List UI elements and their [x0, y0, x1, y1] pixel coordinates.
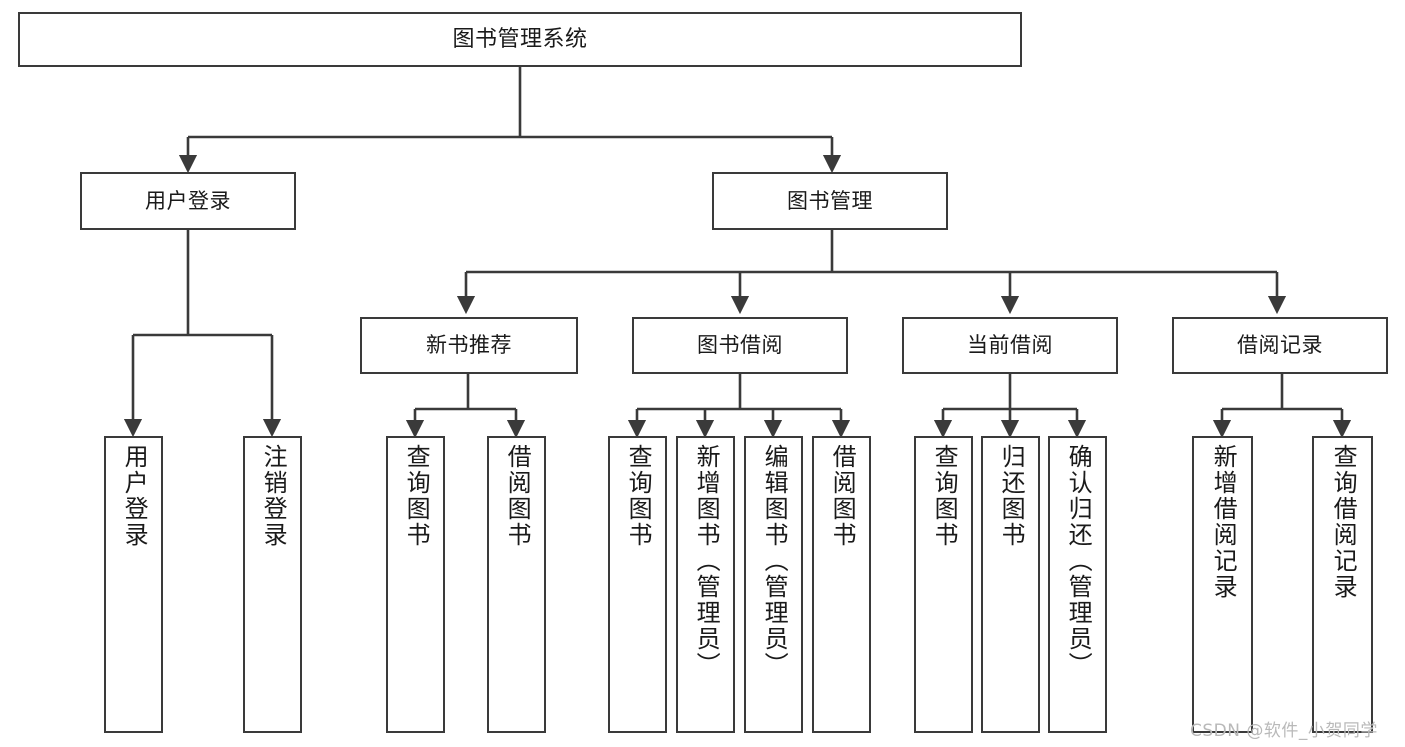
node-label: 编辑图书（管理员） [760, 444, 789, 678]
node-label: 查询借阅记录 [1329, 444, 1358, 600]
csdn-watermark: CSDN @软件_小贺同学 [1190, 721, 1378, 741]
leaf-return-book[interactable]: 归还图书 [981, 436, 1040, 733]
node-label: 注销登录 [259, 444, 288, 548]
leaf-query-book-borrow[interactable]: 查询图书 [608, 436, 667, 733]
node-current-borrow[interactable]: 当前借阅 [902, 317, 1118, 374]
leaf-confirm-return-admin[interactable]: 确认归还（管理员） [1048, 436, 1107, 733]
node-label: 图书借阅 [697, 333, 783, 358]
leaf-edit-book-admin[interactable]: 编辑图书（管理员） [744, 436, 803, 733]
node-label: 借阅记录 [1237, 333, 1323, 358]
node-user-login[interactable]: 用户登录 [80, 172, 296, 230]
leaf-add-borrow-record[interactable]: 新增借阅记录 [1192, 436, 1253, 733]
node-label: 新增借阅记录 [1209, 444, 1238, 600]
node-label: 借阅图书 [503, 444, 532, 548]
node-book-borrow[interactable]: 图书借阅 [632, 317, 848, 374]
node-label: 图书管理系统 [452, 26, 588, 52]
leaf-borrow-book-recommend[interactable]: 借阅图书 [487, 436, 546, 733]
leaf-user-login[interactable]: 用户登录 [104, 436, 163, 733]
node-label: 新增图书（管理员） [692, 444, 721, 678]
node-label: 图书管理 [787, 188, 873, 213]
node-label: 用户登录 [120, 444, 149, 548]
leaf-add-book-admin[interactable]: 新增图书（管理员） [676, 436, 735, 733]
node-label: 确认归还（管理员） [1064, 444, 1093, 678]
node-borrow-record[interactable]: 借阅记录 [1172, 317, 1388, 374]
node-label: 借阅图书 [828, 444, 857, 548]
node-book-management[interactable]: 图书管理 [712, 172, 948, 230]
leaf-query-book-current[interactable]: 查询图书 [914, 436, 973, 733]
node-root-system[interactable]: 图书管理系统 [18, 12, 1022, 67]
node-label: 查询图书 [402, 444, 431, 548]
leaf-logout[interactable]: 注销登录 [243, 436, 302, 733]
node-label: 新书推荐 [426, 333, 512, 358]
node-label: 查询图书 [930, 444, 959, 548]
leaf-query-book-recommend[interactable]: 查询图书 [386, 436, 445, 733]
leaf-borrow-book[interactable]: 借阅图书 [812, 436, 871, 733]
node-label: 用户登录 [145, 188, 231, 213]
node-new-book-recommend[interactable]: 新书推荐 [360, 317, 578, 374]
node-label: 当前借阅 [967, 333, 1053, 358]
node-label: 归还图书 [997, 444, 1026, 548]
node-label: 查询图书 [624, 444, 653, 548]
leaf-query-borrow-record[interactable]: 查询借阅记录 [1312, 436, 1373, 733]
